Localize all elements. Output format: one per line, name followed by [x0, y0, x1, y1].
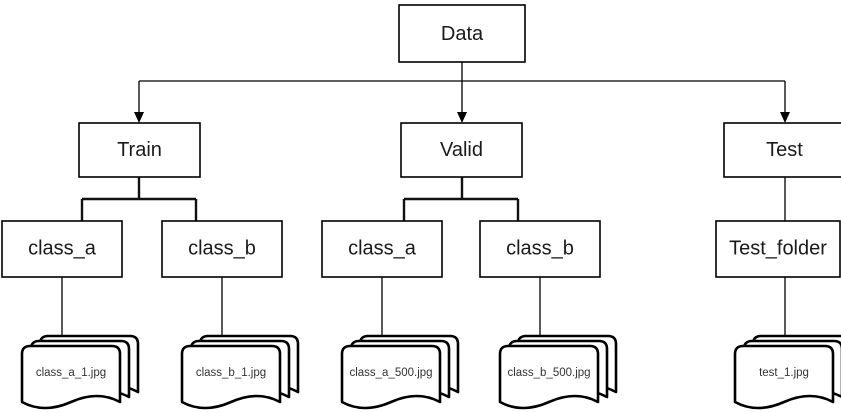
- node-valid-class-b-label: class_b: [506, 237, 574, 259]
- node-valid[interactable]: Valid: [400, 122, 523, 178]
- node-valid-box: [400, 122, 523, 178]
- node-train-class-a-label: class_a: [28, 237, 97, 259]
- doc-stack-valid-class-b-label: class_b_500.jpg: [507, 367, 590, 379]
- node-data-box: [398, 4, 526, 63]
- node-valid-class-a-box: [321, 220, 443, 278]
- node-valid-class-a-label: class_a: [348, 237, 417, 259]
- arrowhead-train: [134, 112, 144, 123]
- doc-stack-valid-class-b[interactable]: class_b_500.jpg: [498, 334, 618, 410]
- node-test-label: Test: [766, 139, 803, 161]
- node-valid-class-b[interactable]: class_b: [479, 220, 601, 278]
- arrowhead-test: [780, 112, 790, 123]
- doc-stack-train-class-b[interactable]: class_b_1.jpg: [180, 334, 300, 410]
- doc-stack-train-class-b-label: class_b_1.jpg: [196, 367, 266, 379]
- node-valid-class-b-box: [479, 220, 601, 278]
- node-train-class-a[interactable]: class_a: [1, 220, 123, 278]
- edges-valid-to-classes: [402, 177, 520, 221]
- node-train[interactable]: Train: [78, 122, 201, 178]
- node-train-class-b[interactable]: class_b: [161, 220, 283, 278]
- node-train-class-a-box: [1, 220, 123, 278]
- node-train-box: [78, 122, 201, 178]
- edges-data-to-splits: [134, 62, 790, 123]
- doc-stack-test-folder-label: test_1.jpg: [759, 367, 809, 379]
- doc-stack-test-folder[interactable]: test_1.jpg: [733, 334, 841, 410]
- node-test[interactable]: Test: [723, 122, 841, 178]
- arrowhead-valid: [457, 112, 467, 123]
- node-test-box: [723, 122, 841, 178]
- node-valid-class-a[interactable]: class_a: [321, 220, 443, 278]
- doc-stack-train-class-a[interactable]: class_a_1.jpg: [20, 334, 140, 410]
- node-data-label: Data: [441, 23, 484, 45]
- node-data[interactable]: Data: [398, 4, 526, 63]
- node-train-class-b-box: [161, 220, 283, 278]
- doc-stack-valid-class-a-label: class_a_500.jpg: [349, 367, 432, 379]
- node-test-folder[interactable]: Test_folder: [715, 220, 841, 278]
- edges-train-to-classes: [80, 177, 198, 221]
- doc-stack-valid-class-a[interactable]: class_a_500.jpg: [340, 334, 460, 410]
- node-test-folder-label: Test_folder: [729, 237, 827, 259]
- doc-stack-train-class-a-label: class_a_1.jpg: [36, 367, 106, 379]
- node-valid-label: Valid: [440, 139, 483, 161]
- node-train-class-b-label: class_b: [188, 237, 256, 259]
- node-train-label: Train: [117, 139, 162, 161]
- node-test-folder-box: [715, 220, 841, 278]
